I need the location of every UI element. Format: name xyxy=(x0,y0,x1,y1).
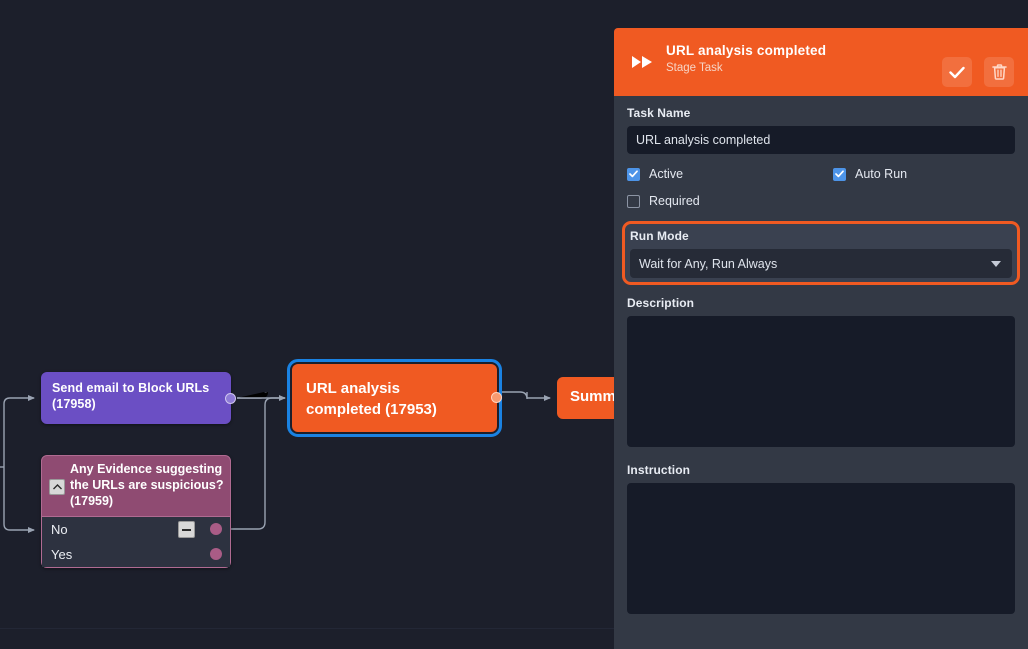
description-label: Description xyxy=(627,296,695,310)
branch-port-no[interactable] xyxy=(210,523,222,535)
task-name-input[interactable] xyxy=(627,126,1015,154)
branch-label-yes: Yes xyxy=(51,547,73,562)
node-summary[interactable]: Summ xyxy=(557,377,614,419)
description-textarea[interactable] xyxy=(627,316,1015,447)
checkbox-auto-run-label: Auto Run xyxy=(855,167,908,181)
branch-port-yes[interactable] xyxy=(210,548,222,560)
canvas-bottom-divider xyxy=(0,628,614,629)
checkbox-row-1: Active Auto Run xyxy=(627,167,1015,181)
checkbox-active[interactable]: Active xyxy=(627,167,833,181)
node-send-email-label: Send email to Block URLs(17958) xyxy=(52,381,210,411)
checkbox-active-box[interactable] xyxy=(627,167,640,181)
branch-row-no[interactable]: No xyxy=(42,517,230,542)
node-send-email[interactable]: Send email to Block URLs(17958) xyxy=(41,372,236,424)
panel-body: Task Name Active Auto Run xyxy=(614,96,1028,619)
run-mode-select-wrap: Wait for Any, Run Always xyxy=(630,249,1012,278)
chevron-up-icon[interactable] xyxy=(49,479,65,495)
instruction-textarea[interactable] xyxy=(627,483,1015,614)
check-icon[interactable] xyxy=(942,57,972,87)
run-mode-label: Run Mode xyxy=(630,229,689,243)
task-name-label: Task Name xyxy=(627,106,691,120)
minus-icon[interactable] xyxy=(178,521,195,538)
checkbox-row-2: Required xyxy=(627,194,1015,208)
chevron-down-icon[interactable] xyxy=(991,261,1001,267)
branch-label-no: No xyxy=(51,522,68,537)
checkbox-required-box[interactable] xyxy=(627,194,640,208)
panel-header: URL analysis completed Stage Task xyxy=(614,28,1028,96)
node-evidence-branches: No Yes xyxy=(42,516,230,567)
spacer xyxy=(627,452,1015,463)
panel-title: URL analysis completed xyxy=(666,43,827,58)
checkbox-required[interactable]: Required xyxy=(627,194,833,208)
edge-layer xyxy=(0,391,551,533)
fast-forward-icon xyxy=(630,53,656,71)
instruction-label: Instruction xyxy=(627,463,691,477)
workflow-canvas[interactable]: Send email to Block URLs(17958) Any Evid… xyxy=(0,0,614,649)
panel-subtitle: Stage Task xyxy=(666,62,723,74)
node-send-email-output-port[interactable] xyxy=(225,393,236,404)
run-mode-select[interactable]: Wait for Any, Run Always xyxy=(630,249,1012,278)
node-url-analysis-output-port[interactable] xyxy=(491,392,502,403)
checkbox-auto-run[interactable]: Auto Run xyxy=(833,167,907,181)
checkbox-active-label: Active xyxy=(649,167,684,181)
spacer xyxy=(627,285,1015,296)
node-summary-label: Summ xyxy=(570,388,614,405)
checkbox-auto-run-box[interactable] xyxy=(833,167,846,181)
checkbox-required-label: Required xyxy=(649,194,700,208)
trash-icon[interactable] xyxy=(984,57,1014,87)
branch-row-yes[interactable]: Yes xyxy=(42,542,230,567)
task-properties-panel: URL analysis completed Stage Task Task N… xyxy=(614,28,1028,649)
run-mode-group: Run Mode Wait for Any, Run Always xyxy=(622,221,1020,285)
